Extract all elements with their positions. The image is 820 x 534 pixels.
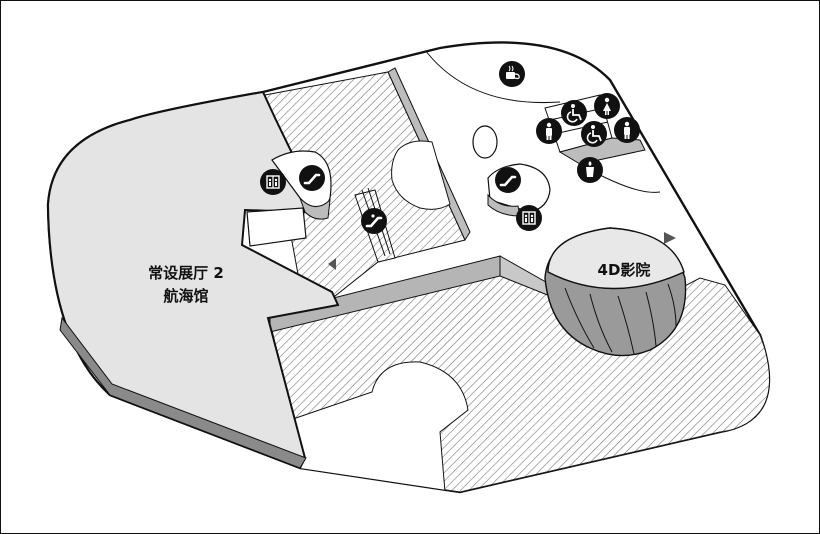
male-restroom-icon[interactable] (536, 118, 562, 144)
accessible-icon[interactable] (561, 100, 587, 126)
female-restroom-icon[interactable] (594, 93, 620, 119)
walkway-curve-lower (599, 174, 661, 193)
theater-4d-label: 4D影院 (598, 261, 651, 279)
elevator-icon[interactable] (516, 205, 542, 231)
escalator-icon[interactable] (361, 208, 387, 234)
gallery-label-line2: 航海馆 (163, 287, 208, 305)
drinking-water-icon[interactable] (577, 157, 603, 183)
open-atrium-lower (289, 361, 469, 492)
coffee-icon[interactable] (499, 61, 525, 87)
escalator-icon[interactable] (299, 165, 325, 191)
accessible-icon[interactable] (581, 121, 607, 147)
pillar (472, 125, 498, 159)
male-restroom-icon[interactable] (614, 117, 640, 143)
open-atrium-upper (391, 140, 451, 210)
elevator-icon[interactable] (260, 169, 286, 195)
direction-arrow-right (664, 232, 676, 244)
theater-4d-dome[interactable] (544, 227, 687, 357)
escalator-icon[interactable] (495, 167, 521, 193)
gallery-label-line1: 常设展厅 2 (148, 264, 224, 282)
direction-arrow-left (328, 258, 336, 270)
walkway-curve-upper (424, 49, 561, 104)
